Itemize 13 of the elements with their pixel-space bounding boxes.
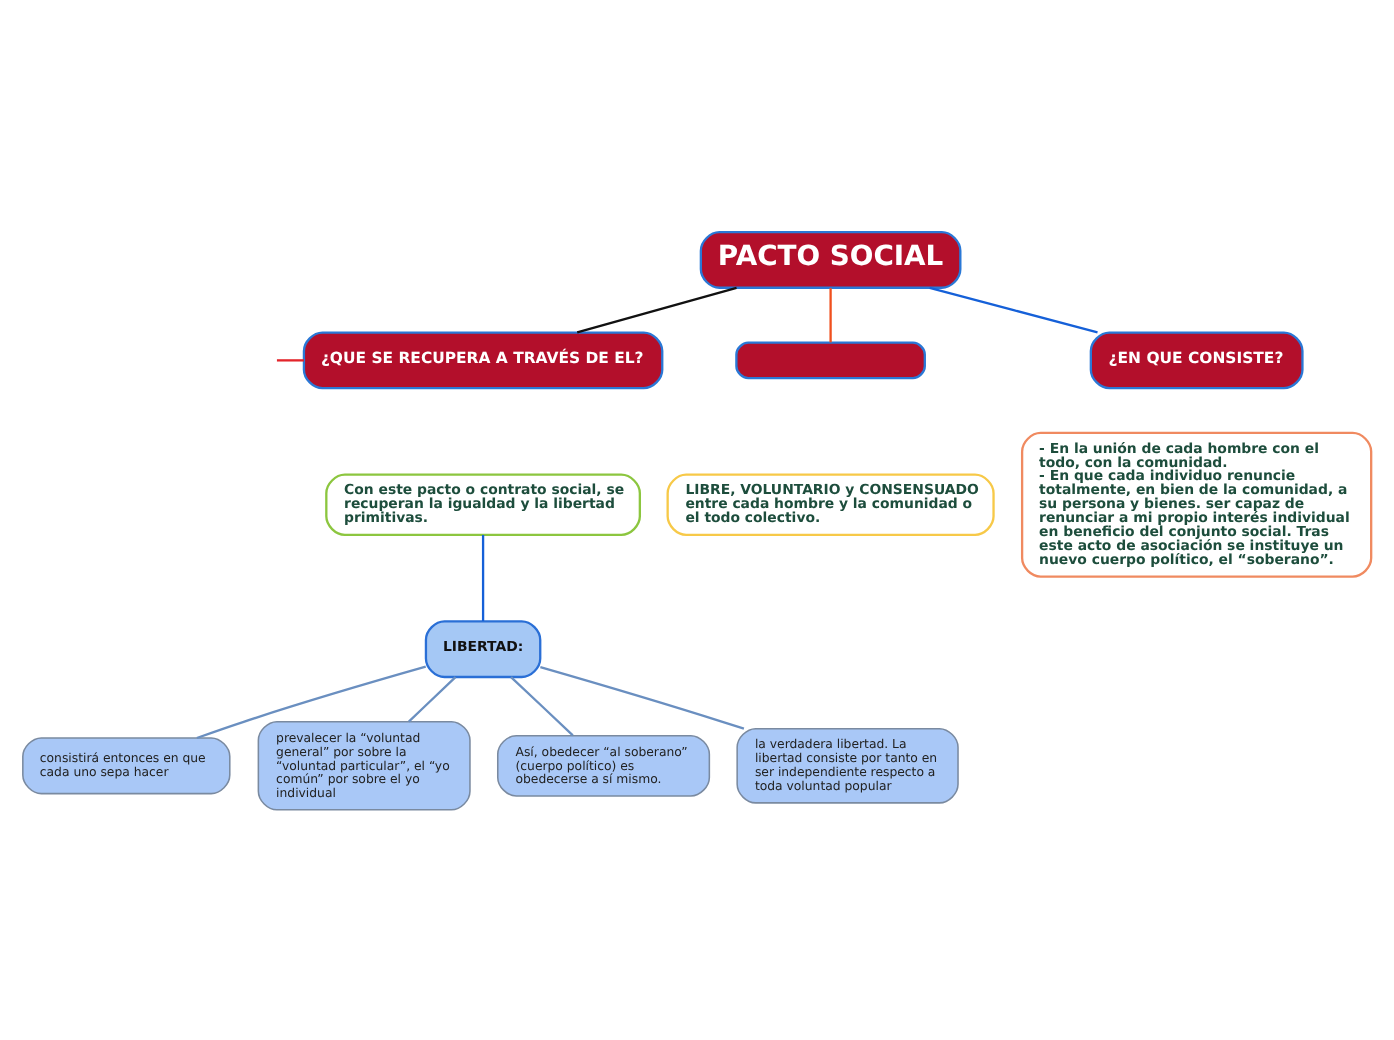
node-box: ¿QUE SE RECUPERA A TRAVÉS DE EL? — [302, 330, 664, 389]
connector — [276, 358, 304, 361]
node-box: PACTO SOCIAL — [699, 230, 962, 288]
connector — [481, 533, 485, 620]
connector — [576, 285, 737, 333]
connector — [510, 675, 574, 736]
node-box: ¿EN QUE CONSISTE? — [1089, 330, 1304, 389]
connector — [196, 664, 427, 739]
connector — [929, 285, 1098, 333]
connector — [829, 287, 832, 342]
connector — [540, 664, 745, 729]
node-box — [735, 340, 926, 379]
connector — [408, 675, 457, 722]
